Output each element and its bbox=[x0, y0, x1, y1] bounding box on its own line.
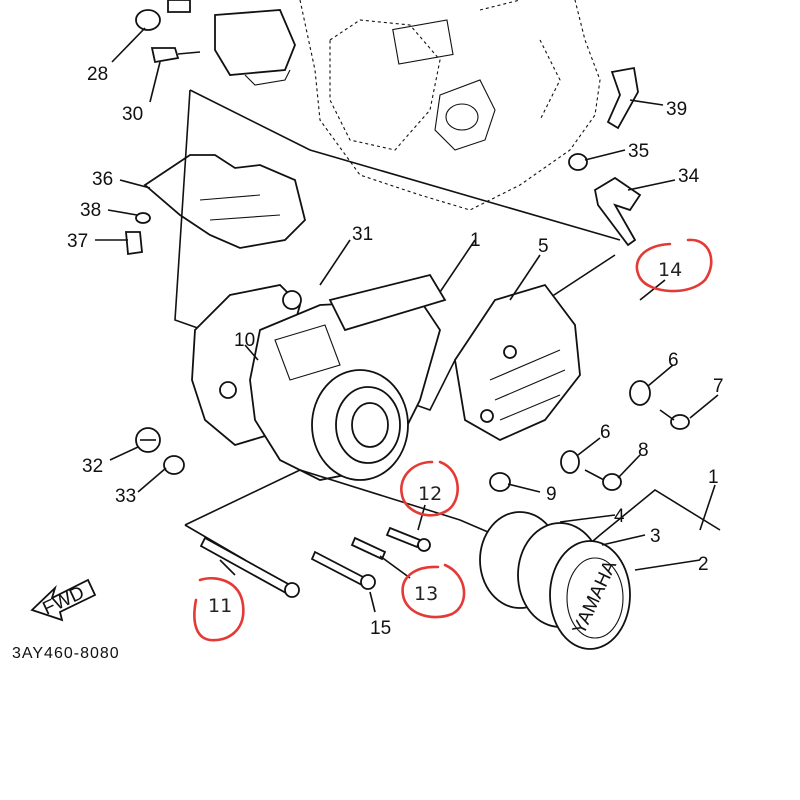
top-left-hardware bbox=[135, 0, 296, 86]
highlight-circle-13 bbox=[401, 563, 466, 619]
label-13: 13 bbox=[414, 583, 438, 605]
label-39: 39 bbox=[666, 99, 687, 120]
diagram-code: 3AY460-8080 bbox=[12, 645, 120, 662]
fwd-arrow: FWD bbox=[30, 578, 97, 622]
fwd-label: FWD bbox=[40, 582, 88, 619]
highlight-circle-11 bbox=[193, 576, 245, 642]
highlight-circle-12 bbox=[400, 460, 459, 517]
part-labels: 28 30 39 35 34 36 38 37 31 1 5 10 6 7 6 … bbox=[67, 64, 724, 639]
engine-block bbox=[299, 0, 601, 211]
label-6-bottom: 6 bbox=[600, 422, 611, 443]
label-15: 15 bbox=[370, 618, 391, 639]
bracket-39 bbox=[606, 66, 639, 130]
label-38: 38 bbox=[80, 200, 101, 221]
label-10: 10 bbox=[234, 330, 255, 351]
clutch-cover-assembly: YAMAHA bbox=[479, 511, 631, 650]
left-crankcase-cover bbox=[249, 273, 447, 481]
label-14: 14 bbox=[658, 259, 682, 281]
label-7: 7 bbox=[713, 376, 724, 397]
label-31: 31 bbox=[352, 224, 373, 245]
label-2: 2 bbox=[698, 554, 709, 575]
highlighted-labels: 14 12 13 11 bbox=[193, 238, 713, 642]
label-34: 34 bbox=[678, 166, 700, 187]
label-6-top: 6 bbox=[668, 350, 679, 371]
fasteners-right bbox=[489, 380, 690, 492]
label-28: 28 bbox=[87, 64, 108, 85]
label-4: 4 bbox=[614, 506, 625, 527]
sprocket-cover-5 bbox=[454, 283, 581, 442]
label-9: 9 bbox=[546, 484, 557, 505]
highlight-circle-14 bbox=[635, 238, 713, 293]
bracket-34 bbox=[568, 153, 642, 247]
label-32: 32 bbox=[82, 456, 103, 477]
label-11: 11 bbox=[208, 595, 232, 617]
label-3: 3 bbox=[650, 526, 661, 547]
label-1-bottom: 1 bbox=[708, 467, 719, 488]
label-36: 36 bbox=[92, 169, 113, 190]
label-8: 8 bbox=[638, 440, 649, 461]
bolts-lower bbox=[199, 526, 431, 598]
label-37: 37 bbox=[67, 231, 88, 252]
shield-36 bbox=[143, 154, 306, 249]
label-35: 35 bbox=[628, 141, 649, 162]
leader-lines bbox=[95, 27, 719, 613]
label-5: 5 bbox=[538, 236, 549, 257]
plug-32-oring-33 bbox=[135, 427, 185, 475]
label-12: 12 bbox=[418, 483, 442, 505]
label-30: 30 bbox=[122, 104, 143, 125]
label-1-top: 1 bbox=[470, 230, 481, 251]
label-33: 33 bbox=[115, 486, 136, 507]
group-outline-lower bbox=[184, 469, 721, 566]
